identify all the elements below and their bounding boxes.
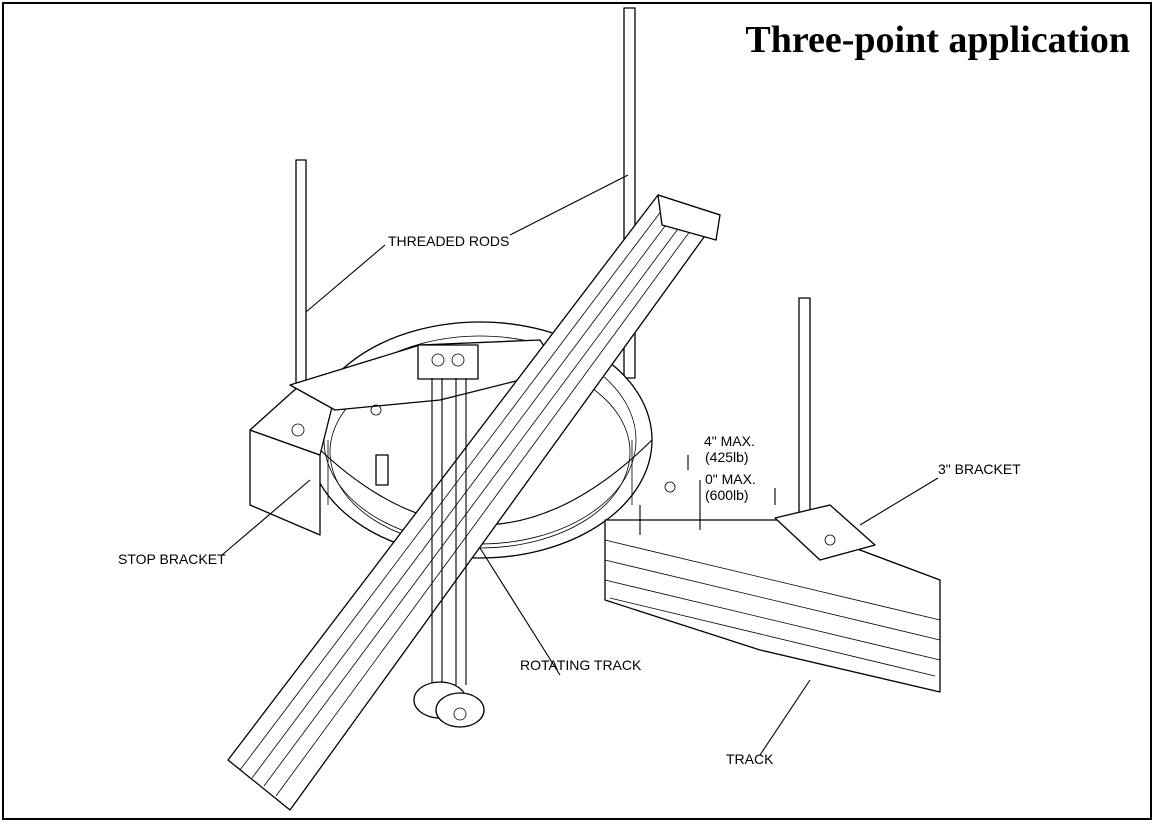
leader-stop-bracket: [221, 479, 311, 556]
label-0in-max: 0" MAX.: [705, 471, 756, 487]
diagram-title: Three-point application: [745, 19, 1130, 61]
three-inch-bracket: [774, 504, 876, 561]
label-4in-max: 4" MAX.: [704, 433, 755, 449]
threaded-rod-center: [623, 7, 636, 379]
rotating-track-beam: [227, 194, 721, 811]
fixed-track: [604, 480, 941, 693]
leader-track: [759, 679, 811, 756]
label-threaded-rods: THREADED RODS: [388, 233, 509, 249]
label-stop-bracket: STOP BRACKET: [118, 551, 226, 567]
leader-threaded-rods-right: [509, 174, 629, 236]
label-0in-max-load: (600lb): [705, 487, 749, 503]
label-4in-max-load: (425lb): [705, 449, 749, 465]
pendant-assembly: [413, 344, 485, 728]
label-3in-bracket: 3" BRACKET: [938, 461, 1021, 477]
leader-3in-bracket: [859, 477, 939, 526]
leader-threaded-rods-left: [305, 244, 386, 313]
label-rotating-track: ROTATING TRACK: [520, 657, 642, 673]
label-track: TRACK: [726, 751, 774, 767]
dimension-marks: [687, 455, 776, 505]
leader-rotating-track: [479, 547, 561, 676]
